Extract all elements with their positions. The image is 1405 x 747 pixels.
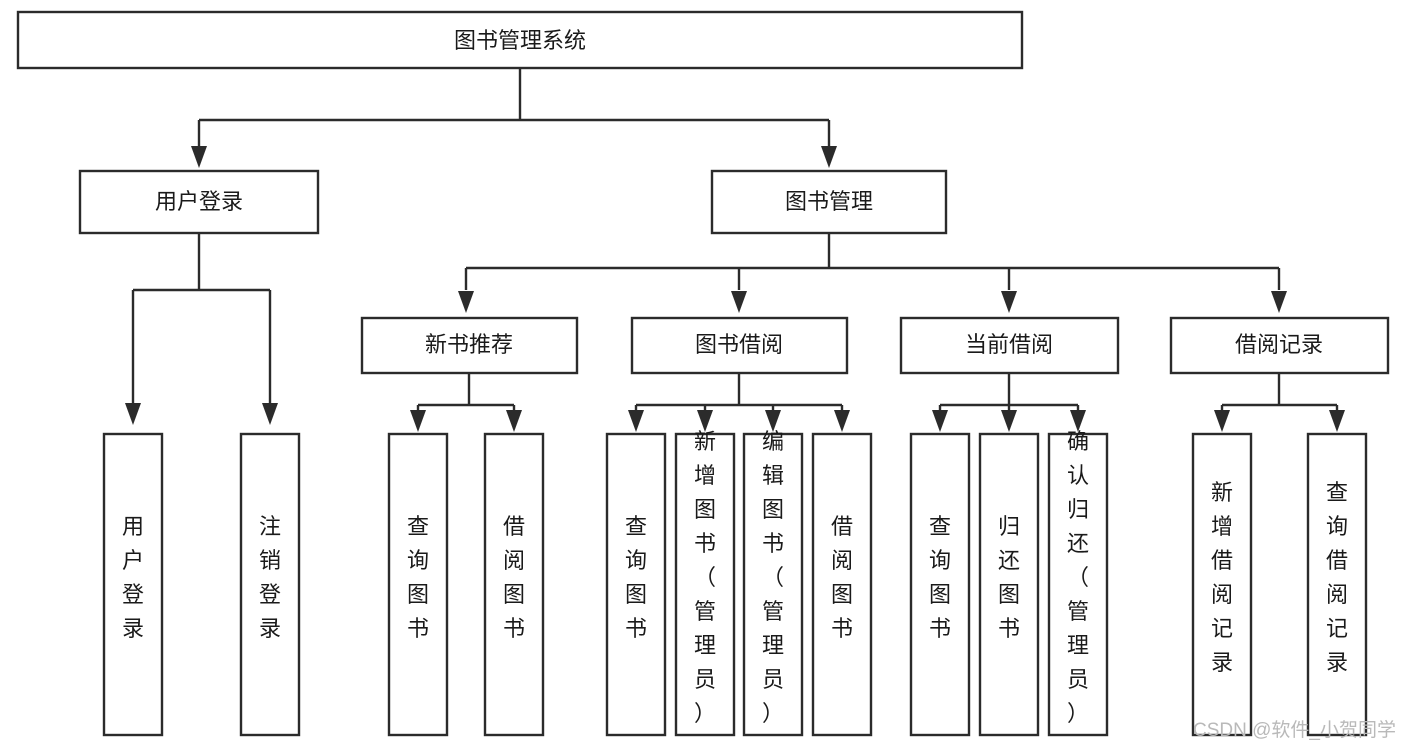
node-current-borrow-box[interactable] <box>899 316 1120 375</box>
connector-group-bookmgmt <box>458 233 1287 313</box>
leaf-borrow-record-2-label: 查询借阅记录 <box>1326 480 1348 675</box>
leaf-book-borrow-2[interactable]: 新增图书（管理员） <box>674 429 736 737</box>
node-root-box[interactable] <box>16 10 1024 70</box>
leaf-new-book-2[interactable]: 借阅图书 <box>483 432 545 737</box>
node-current-borrow[interactable]: 当前借阅 <box>899 316 1120 375</box>
leaf-user-login-2[interactable]: 注销登录 <box>239 432 301 737</box>
connector-group-record <box>1214 373 1345 432</box>
node-borrow-record-box[interactable] <box>1169 316 1390 375</box>
leaf-current-borrow-3-label: 确认归还（管理员） <box>1067 429 1089 726</box>
connector-group-borrow <box>628 373 850 432</box>
leaf-book-borrow-3-box[interactable] <box>742 432 804 737</box>
leaf-current-borrow-2-label: 归还图书 <box>998 514 1020 641</box>
leaf-book-borrow-1-box[interactable] <box>605 432 667 737</box>
node-book-borrow[interactable]: 图书借阅 <box>630 316 849 375</box>
leaf-current-borrow-3[interactable]: 确认归还（管理员） <box>1047 429 1109 737</box>
leaf-current-borrow-1[interactable]: 查询图书 <box>909 432 971 737</box>
leaf-user-login-1[interactable]: 用户登录 <box>102 432 164 737</box>
leaf-current-borrow-1-box[interactable] <box>909 432 971 737</box>
node-book-management[interactable]: 图书管理 <box>710 169 948 235</box>
leaf-book-borrow-4[interactable]: 借阅图书 <box>811 432 873 737</box>
leaf-current-borrow-2[interactable]: 归还图书 <box>978 432 1040 737</box>
node-root-label: 图书管理系统 <box>454 28 586 53</box>
node-book-borrow-box[interactable] <box>630 316 849 375</box>
leaf-new-book-2-box[interactable] <box>483 432 545 737</box>
leaf-book-borrow-2-label: 新增图书（管理员） <box>694 429 716 726</box>
leaf-borrow-record-1[interactable]: 新增借阅记录 <box>1191 432 1253 737</box>
leaf-new-book-1[interactable]: 查询图书 <box>387 432 449 737</box>
leaf-book-borrow-1[interactable]: 查询图书 <box>605 432 667 737</box>
node-book-management-box[interactable] <box>710 169 948 235</box>
node-new-book-recommend-box[interactable] <box>360 316 579 375</box>
node-borrow-record-label: 借阅记录 <box>1235 332 1323 357</box>
leaf-user-login-2-label: 注销登录 <box>259 514 281 641</box>
node-current-borrow-label: 当前借阅 <box>965 332 1053 357</box>
leaf-borrow-record-2-box[interactable] <box>1306 432 1368 737</box>
node-book-management-label: 图书管理 <box>785 189 873 214</box>
csdn-watermark: CSDN @软件_小贺同学 <box>1193 719 1396 741</box>
leaf-user-login-2-box[interactable] <box>239 432 301 737</box>
connector-group-newbook <box>410 373 522 432</box>
connector-group-root <box>191 68 837 168</box>
leaf-new-book-1-box[interactable] <box>387 432 449 737</box>
leaf-borrow-record-1-label: 新增借阅记录 <box>1211 480 1233 675</box>
node-user-login-box[interactable] <box>78 169 320 235</box>
leaf-new-book-2-label: 借阅图书 <box>503 514 525 641</box>
leaf-current-borrow-2-box[interactable] <box>978 432 1040 737</box>
node-new-book-recommend[interactable]: 新书推荐 <box>360 316 579 375</box>
node-user-login-label: 用户登录 <box>155 189 243 214</box>
node-root[interactable]: 图书管理系统 <box>16 10 1024 70</box>
node-new-book-recommend-label: 新书推荐 <box>425 332 513 357</box>
leaf-book-borrow-3-label: 编辑图书（管理员） <box>762 429 784 726</box>
leaf-current-borrow-1-label: 查询图书 <box>929 514 951 641</box>
leaf-user-login-1-label: 用户登录 <box>122 514 144 641</box>
node-borrow-record[interactable]: 借阅记录 <box>1169 316 1390 375</box>
node-book-borrow-label: 图书借阅 <box>695 332 783 357</box>
connector-group-current <box>932 373 1086 432</box>
leaf-borrow-record-2[interactable]: 查询借阅记录 <box>1306 432 1368 737</box>
leaf-borrow-record-1-box[interactable] <box>1191 432 1253 737</box>
leaf-book-borrow-1-label: 查询图书 <box>625 514 647 641</box>
leaf-book-borrow-4-box[interactable] <box>811 432 873 737</box>
leaf-new-book-1-label: 查询图书 <box>407 514 429 641</box>
leaf-current-borrow-3-box[interactable] <box>1047 432 1109 737</box>
node-user-login[interactable]: 用户登录 <box>78 169 320 235</box>
connector-group-userlogin <box>125 233 278 425</box>
leaf-book-borrow-4-label: 借阅图书 <box>831 514 853 641</box>
leaf-book-borrow-3[interactable]: 编辑图书（管理员） <box>742 429 804 737</box>
leaf-book-borrow-2-box[interactable] <box>674 432 736 737</box>
leaf-user-login-1-box[interactable] <box>102 432 164 737</box>
